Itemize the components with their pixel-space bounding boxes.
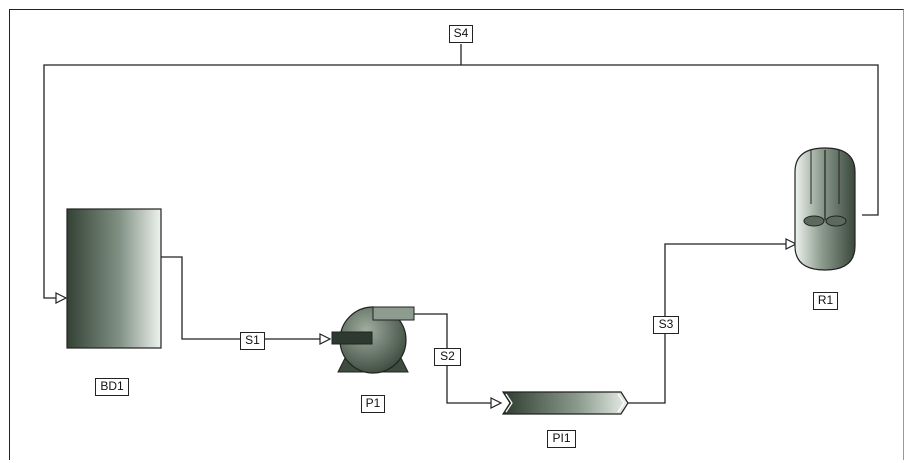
stream-s3-label[interactable]: S3 [653,316,679,334]
stream-s1-label[interactable]: S1 [240,332,265,350]
bd1-tank-icon[interactable] [66,208,162,349]
r1-reactor-icon[interactable] [794,147,856,271]
stream-s4-label[interactable]: S4 [449,25,473,43]
pi1-label[interactable]: PI1 [547,430,576,448]
stream-s4-arrowhead [55,292,68,304]
stream-s1-arrowhead [319,333,332,345]
stream-s2-label[interactable]: S2 [434,348,461,366]
stream-s4-line[interactable] [43,44,879,299]
stream-s2-arrowhead [490,397,503,409]
stream-s3-arrowhead [785,238,798,250]
p1-pump-icon[interactable] [331,306,415,374]
bd1-label[interactable]: BD1 [95,378,129,396]
pi1-pipe-icon[interactable] [501,391,629,415]
r1-label[interactable]: R1 [813,292,838,310]
diagram-frame [9,9,904,460]
p1-label[interactable]: P1 [361,395,385,413]
stream-s1-line[interactable] [161,256,324,340]
